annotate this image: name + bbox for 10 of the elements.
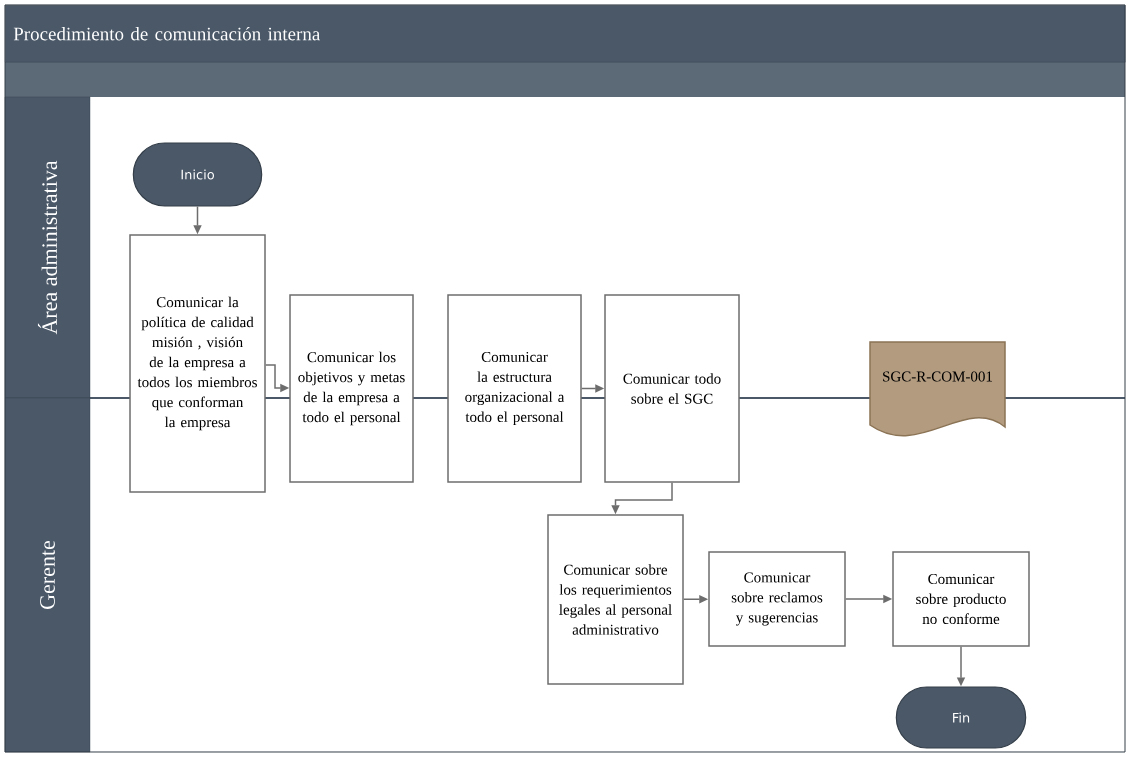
process-box: Comunicar los objetivos y metas de la empresa a todo el personal: [289, 294, 414, 483]
title-bar: Procedimiento de comunicación interna: [5, 5, 1126, 63]
lane-header: Gerente: [4, 397, 91, 753]
process-box: Comunicar todo sobre el SGC: [604, 294, 740, 483]
process-box: Comunicar la estructura organizacional a todo el personal: [447, 294, 582, 483]
lane-header: Área administrativa: [4, 96, 91, 399]
process-box: Comunicar sobre producto no conforme: [892, 551, 1030, 647]
process-box: Comunicar la política de calidad misión , visión de la empresa a todos los miembros que conforman la empresa: [129, 234, 266, 493]
process-box: Comunicar sobre los requerimientos legales al personal administrativo: [547, 514, 684, 685]
process-box: Comunicar sobre reclamos y sugerencias: [708, 551, 846, 647]
